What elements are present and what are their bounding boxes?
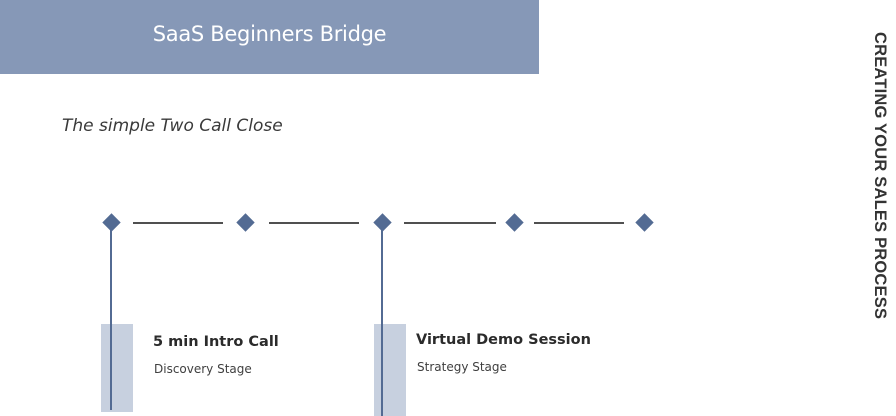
timeline-connector-3 — [404, 222, 496, 224]
stage-title: 5 min Intro Call — [153, 334, 279, 350]
side-title: CREATING YOUR SALES PROCESS — [871, 32, 889, 320]
timeline-milestone-4 — [505, 213, 524, 232]
stage-bar — [374, 324, 406, 416]
stage-subtitle: Discovery Stage — [154, 362, 252, 376]
subtitle: The simple Two Call Close — [62, 116, 283, 136]
timeline-connector-1 — [133, 222, 223, 224]
stage-pointer-line — [110, 222, 112, 410]
timeline-milestone-5 — [635, 213, 654, 232]
stage-pointer-line — [381, 222, 383, 416]
timeline-connector-2 — [269, 222, 359, 224]
header-banner: SaaS Beginners Bridge — [0, 0, 539, 74]
stage-bar — [101, 324, 133, 412]
stage-subtitle: Strategy Stage — [417, 360, 507, 374]
timeline-milestone-2 — [236, 213, 255, 232]
stage-title: Virtual Demo Session — [416, 332, 591, 348]
header-title: SaaS Beginners Bridge — [152, 22, 387, 46]
timeline-connector-4 — [534, 222, 624, 224]
